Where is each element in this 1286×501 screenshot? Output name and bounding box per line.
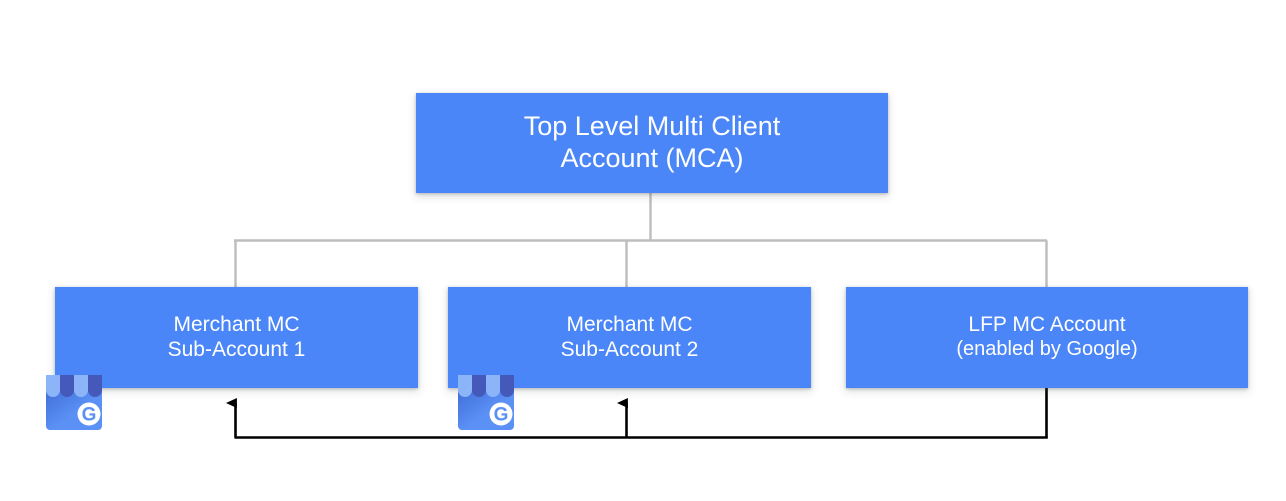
awning-scallop-1 [458,375,472,397]
awning-scallop-4 [500,375,514,397]
google-my-business-icon: G [46,375,102,430]
feedback-connector-group [225,388,1048,439]
awning-scallop-1 [46,375,60,397]
awning-scallop-3 [74,375,88,397]
google-g-letter: G [494,405,509,426]
node-merchant-mc-sub-account-1[interactable]: Merchant MC Sub-Account 1 [55,287,418,388]
awning-scallop-2 [60,375,74,397]
google-g-badge [489,402,513,426]
node-merchant-mc-sub-account-1-line2: Sub-Account 1 [167,337,306,361]
node-lfp-mc-account-line1: LFP MC Account [968,313,1126,337]
tree-connector-group [234,193,1048,288]
google-g-badge [77,402,101,426]
node-lfp-mc-account[interactable]: LFP MC Account (enabled by Google) [846,287,1248,388]
google-g-letter: G [82,405,97,426]
node-top-level-mca-line2: Account (MCA) [560,143,744,173]
awning-scallop-4 [88,375,102,397]
awning-scallop-3 [486,375,500,397]
node-merchant-mc-sub-account-1-line1: Merchant MC [173,312,300,336]
node-top-level-mca-line1: Top Level Multi Client [523,111,781,142]
node-top-level-mca[interactable]: Top Level Multi Client Account (MCA) [416,93,888,193]
node-lfp-mc-account-line2: (enabled by Google) [956,338,1138,361]
node-merchant-mc-sub-account-2-line1: Merchant MC [566,312,693,336]
node-merchant-mc-sub-account-2-line2: Sub-Account 2 [560,337,699,361]
google-my-business-icon: G [458,375,514,430]
node-merchant-mc-sub-account-2[interactable]: Merchant MC Sub-Account 2 [448,287,811,388]
awning-scallop-2 [472,375,486,397]
